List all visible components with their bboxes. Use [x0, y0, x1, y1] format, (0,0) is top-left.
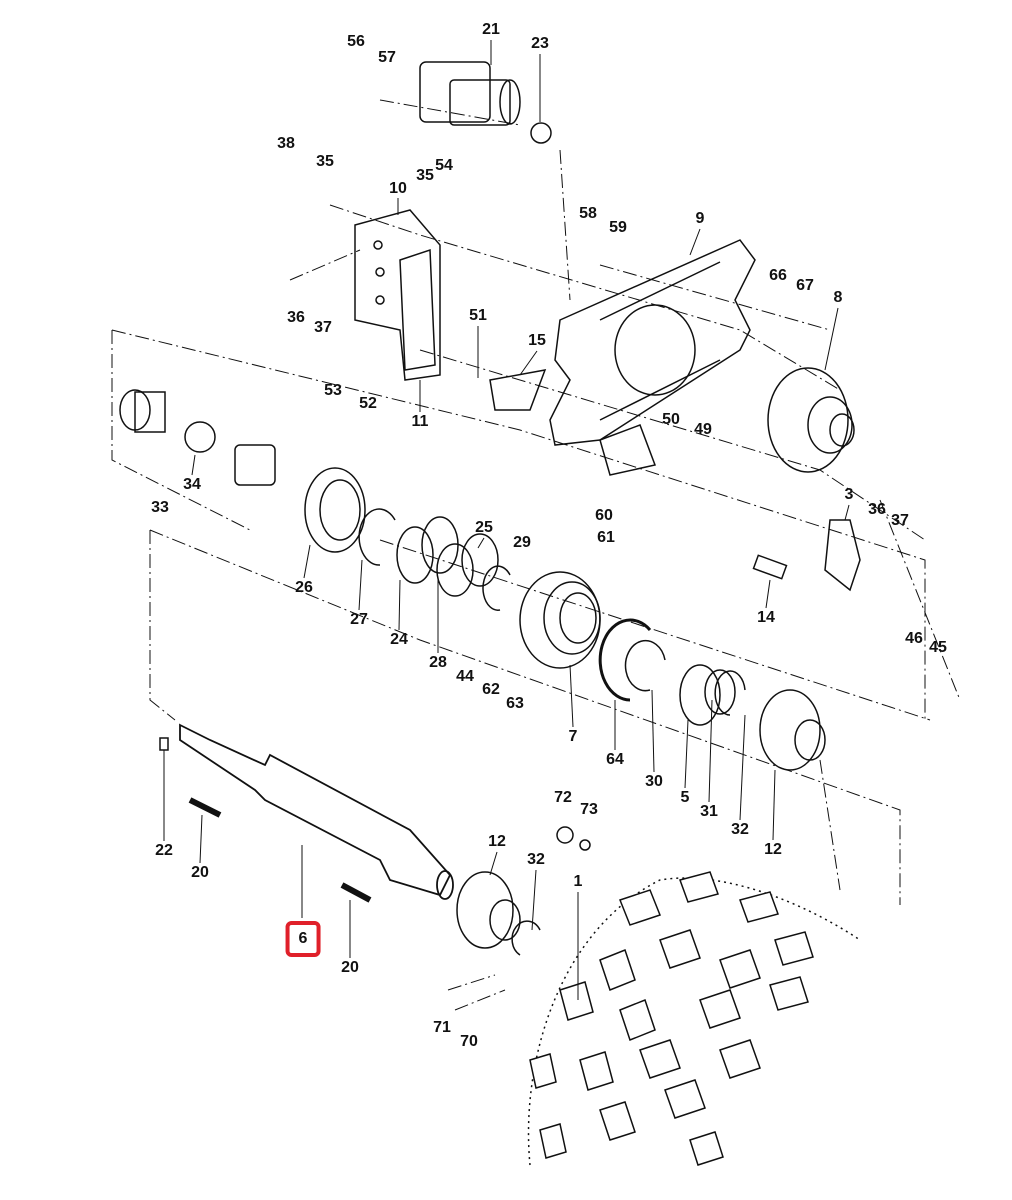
callout-14[interactable]: 14 [757, 609, 775, 626]
callout-44[interactable]: 44 [456, 668, 474, 685]
pin-14 [752, 554, 788, 580]
callout-32[interactable]: 32 [527, 851, 545, 868]
callout-12[interactable]: 12 [488, 833, 506, 850]
callout-5[interactable]: 5 [680, 789, 690, 806]
callout-53[interactable]: 53 [324, 382, 342, 399]
housing-7 [519, 571, 601, 669]
tire [527, 871, 861, 1166]
callout-63[interactable]: 63 [506, 695, 524, 712]
callout-7[interactable]: 7 [568, 728, 578, 745]
callout-34[interactable]: 34 [183, 476, 201, 493]
callout-26[interactable]: 26 [295, 579, 313, 596]
rubber-mount [599, 424, 657, 476]
callout-11[interactable]: 11 [411, 413, 429, 430]
callout-70[interactable]: 70 [460, 1033, 478, 1050]
callout-9[interactable]: 9 [695, 210, 705, 227]
callout-10[interactable]: 10 [389, 180, 407, 197]
callout-54[interactable]: 54 [435, 157, 453, 174]
callout-66[interactable]: 66 [769, 267, 787, 284]
keys [159, 737, 372, 903]
callout-51[interactable]: 51 [469, 307, 487, 324]
callout-71[interactable]: 71 [433, 1019, 451, 1036]
seal-26 [304, 467, 366, 553]
callout-31[interactable]: 31 [700, 803, 718, 820]
drive-hub [767, 367, 855, 473]
callout-59[interactable]: 59 [609, 219, 627, 236]
callout-20[interactable]: 20 [341, 959, 359, 976]
roller-12 [759, 689, 826, 771]
callout-57[interactable]: 57 [378, 49, 396, 66]
callout-3[interactable]: 3 [844, 486, 854, 503]
washer-73 [579, 839, 591, 851]
callout-67[interactable]: 67 [796, 277, 814, 294]
bracket [354, 209, 441, 381]
coupling [119, 389, 276, 486]
callout-38[interactable]: 38 [277, 135, 295, 152]
callout-33[interactable]: 33 [151, 499, 169, 516]
callout-1[interactable]: 1 [573, 873, 583, 890]
snap-ring-30 [624, 639, 666, 692]
callout-21[interactable]: 21 [482, 21, 500, 38]
shaft-6 [179, 723, 454, 900]
leader-lines [163, 40, 850, 1000]
roller-12-lower [456, 871, 521, 949]
callout-37[interactable]: 37 [314, 319, 332, 336]
callout-58[interactable]: 58 [579, 205, 597, 222]
rubber-mount [489, 369, 547, 411]
callout-35[interactable]: 35 [416, 167, 434, 184]
callout-62[interactable]: 62 [482, 681, 500, 698]
callout-15[interactable]: 15 [528, 332, 546, 349]
callout-32[interactable]: 32 [731, 821, 749, 838]
seal-64 [598, 618, 652, 702]
callout-37[interactable]: 37 [891, 512, 909, 529]
callout-8[interactable]: 8 [833, 289, 843, 306]
washer-72 [556, 826, 574, 844]
callout-72[interactable]: 72 [554, 789, 572, 806]
callout-73[interactable]: 73 [580, 801, 598, 818]
callout-22[interactable]: 22 [155, 842, 173, 859]
callout-52[interactable]: 52 [359, 395, 377, 412]
callout-61[interactable]: 61 [597, 529, 615, 546]
callout-25[interactable]: 25 [475, 519, 493, 536]
callout-50[interactable]: 50 [662, 411, 680, 428]
callout-12[interactable]: 12 [764, 841, 782, 858]
bearing-5 [679, 664, 736, 726]
bearing-24 [396, 516, 459, 584]
callout-45[interactable]: 45 [929, 639, 947, 656]
snap-ring-27 [358, 508, 396, 566]
snap-ring-29 [482, 565, 511, 611]
callout-35[interactable]: 35 [316, 153, 334, 170]
callout-24[interactable]: 24 [390, 631, 408, 648]
hydraulic-motor [419, 61, 552, 144]
callout-56[interactable]: 56 [347, 33, 365, 50]
mounting-plate [549, 239, 756, 446]
callout-36[interactable]: 36 [287, 309, 305, 326]
callout-20[interactable]: 20 [191, 864, 209, 881]
callout-27[interactable]: 27 [350, 611, 368, 628]
snap-ring-32 [511, 920, 541, 956]
callout-60[interactable]: 60 [595, 507, 613, 524]
callout-28[interactable]: 28 [429, 654, 447, 671]
snap-ring-31 [714, 670, 746, 716]
callout-49[interactable]: 49 [694, 421, 712, 438]
callout-29[interactable]: 29 [513, 534, 531, 551]
callout-23[interactable]: 23 [531, 35, 549, 52]
callout-46[interactable]: 46 [905, 630, 923, 647]
callout-36[interactable]: 36 [868, 501, 886, 518]
plate-3 [824, 519, 861, 592]
bearing-25 [436, 533, 499, 597]
callout-64[interactable]: 64 [606, 751, 624, 768]
callout-30[interactable]: 30 [645, 773, 663, 790]
callout-6-highlighted[interactable]: 6 [285, 921, 321, 957]
